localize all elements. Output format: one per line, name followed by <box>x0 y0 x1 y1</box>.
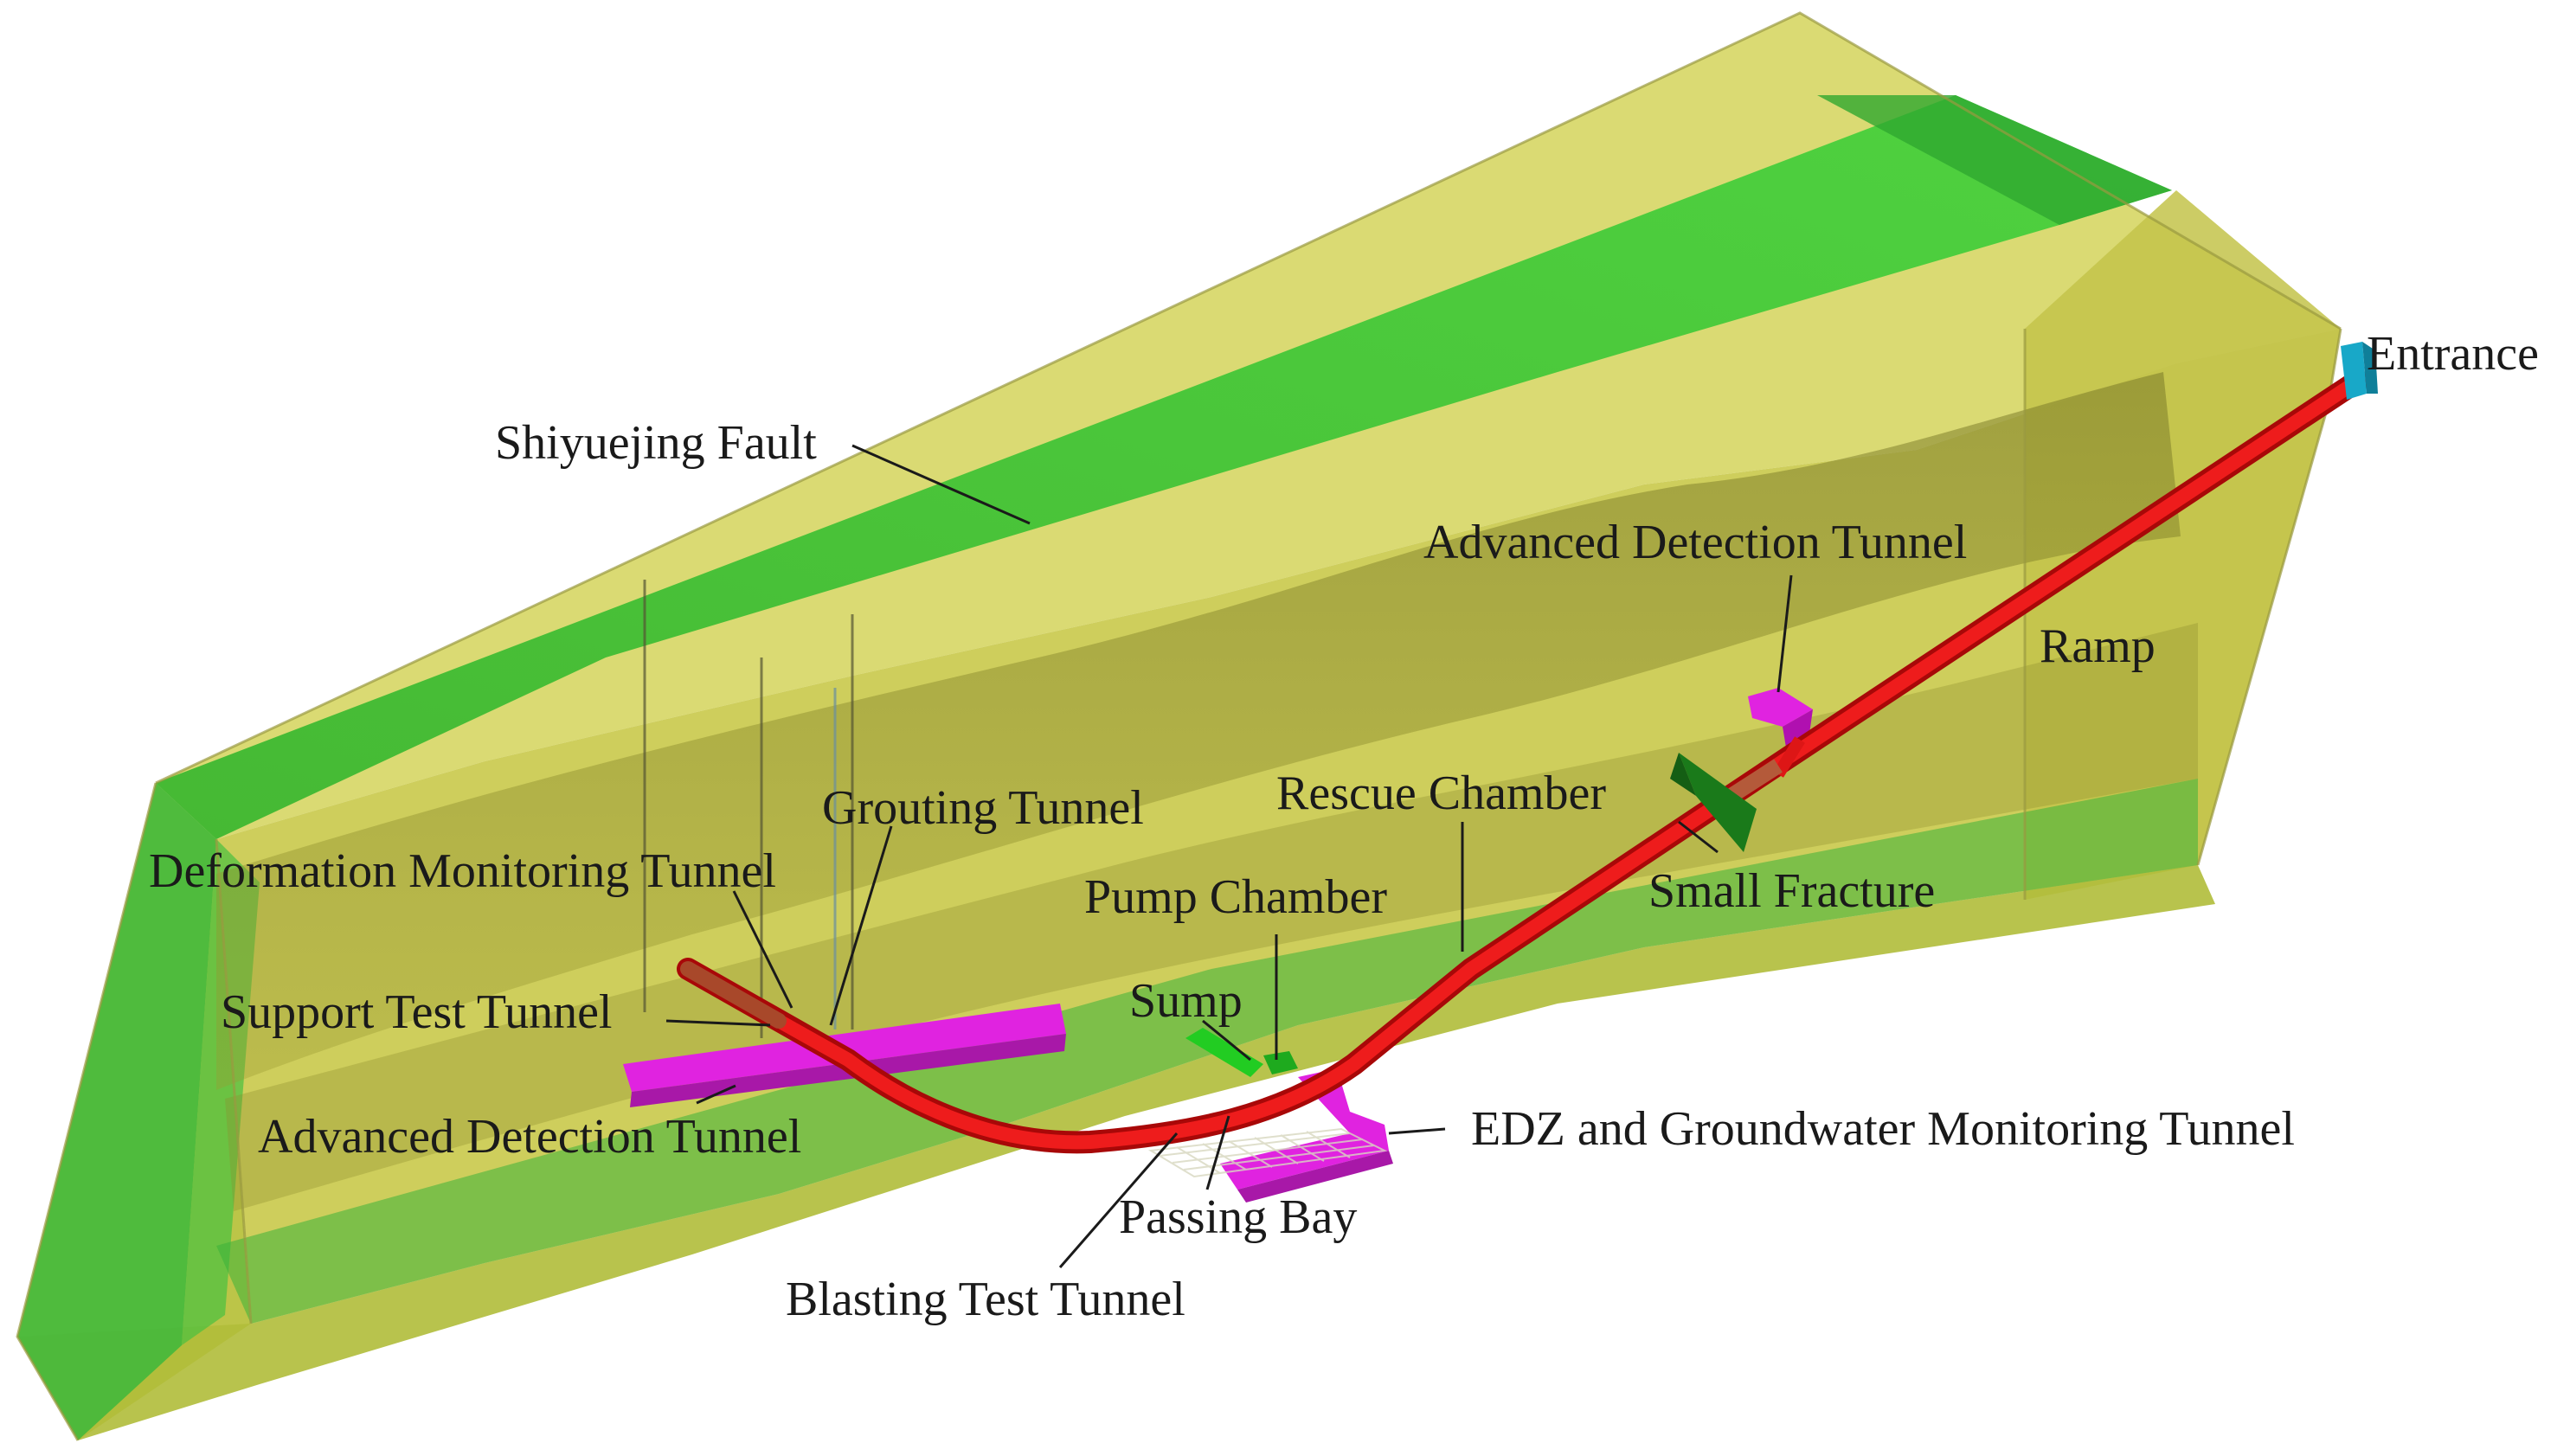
small-fracture-shape <box>1670 753 1757 852</box>
label-rescue-chamber: Rescue Chamber <box>1276 766 1606 820</box>
entrance-marker-shape <box>2341 342 2378 400</box>
label-support-test-tunnel: Support Test Tunnel <box>221 985 612 1039</box>
sump-shape <box>1185 1028 1298 1077</box>
label-ramp: Ramp <box>2040 619 2156 673</box>
label-advanced-detection-tunnel-upper: Advanced Detection Tunnel <box>1423 516 1967 569</box>
label-deformation-monitoring-tunnel: Deformation Monitoring Tunnel <box>149 844 776 898</box>
label-small-fracture: Small Fracture <box>1648 864 1935 918</box>
label-sump: Sump <box>1129 974 1243 1028</box>
label-advanced-detection-tunnel-lower: Advanced Detection Tunnel <box>258 1110 801 1164</box>
label-grouting-tunnel: Grouting Tunnel <box>822 781 1144 835</box>
advanced-detection-tunnel-upper-shape <box>1748 688 1813 753</box>
label-entrance: Entrance <box>2367 327 2539 381</box>
label-passing-bay: Passing Bay <box>1119 1190 1357 1244</box>
boreholes <box>643 580 854 1038</box>
label-blasting-test-tunnel: Blasting Test Tunnel <box>786 1273 1185 1326</box>
ramp-tunnel-shape <box>677 369 2369 1154</box>
leader-lines <box>665 444 1793 1268</box>
label-pump-chamber: Pump Chamber <box>1084 870 1387 924</box>
label-edz-groundwater-monitoring-tunnel: EDZ and Groundwater Monitoring Tunnel <box>1471 1102 2295 1156</box>
label-shiyuejing-fault: Shiyuejing Fault <box>495 416 817 470</box>
